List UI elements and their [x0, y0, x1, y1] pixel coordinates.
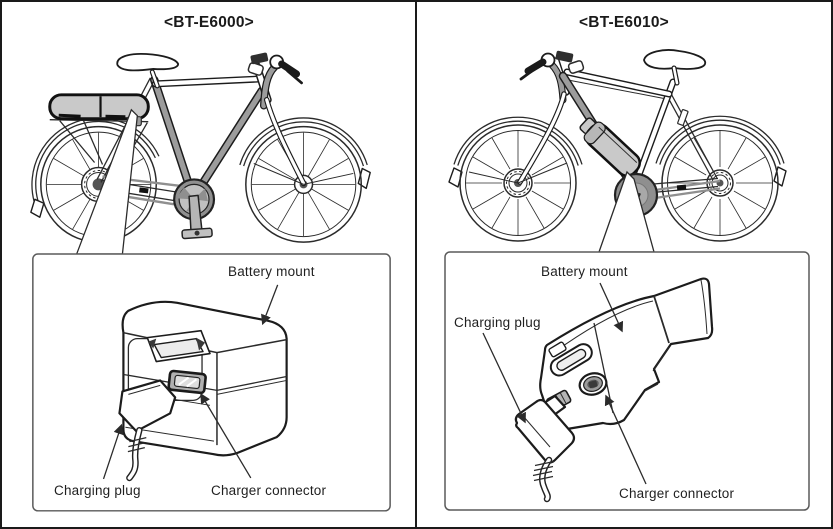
- cycle-computer-display: [250, 52, 269, 65]
- charging-plug-drawing: [118, 379, 177, 482]
- front-spokes: [251, 132, 356, 237]
- bike-illustration-bt-e6010: [444, 49, 810, 511]
- label-charger-connector: Charger connector: [619, 486, 735, 501]
- label-battery-mount: Battery mount: [228, 264, 315, 279]
- stem: [261, 64, 278, 109]
- latch-handle: [146, 329, 211, 363]
- label-battery-mount: Battery mount: [541, 264, 628, 279]
- top-tube: [153, 76, 264, 86]
- label-charging-plug: Charging plug: [454, 315, 541, 330]
- saddle: [643, 49, 706, 70]
- panel-title-bt-e6010: <BT-E6010>: [579, 14, 669, 31]
- frame-tubes: [150, 61, 354, 202]
- rack-battery-pack: [48, 93, 150, 127]
- leader-battery-mount: [599, 282, 624, 333]
- rear-spokes: [668, 131, 772, 235]
- leader-battery-mount: [261, 284, 279, 326]
- grip: [524, 58, 547, 75]
- saddle: [116, 52, 180, 72]
- frame-tubes: [468, 57, 677, 195]
- panel-bt-e6010: <BT-E6010> Battery mount Charging plug C…: [417, 2, 831, 527]
- battery-mount-drawing: [121, 300, 288, 457]
- leader-charging-plug: [482, 332, 526, 424]
- seat-tube: [151, 77, 196, 201]
- fork: [265, 98, 306, 185]
- leader-charging-plug: [102, 423, 124, 480]
- label-charger-connector: Charger connector: [211, 483, 327, 498]
- downtube-battery-pack: [579, 117, 641, 178]
- mount-latch-slot: [548, 341, 593, 377]
- front-mudflap: [448, 167, 463, 188]
- drive-unit: [173, 178, 216, 240]
- fork: [518, 92, 566, 184]
- front-fender: [448, 116, 583, 188]
- panel-title-bt-e6000: <BT-E6000>: [164, 14, 254, 31]
- label-charging-plug: Charging plug: [54, 483, 141, 498]
- grip: [278, 60, 301, 78]
- seat-stay-bracket: [677, 109, 689, 126]
- panel-divider: [415, 2, 417, 527]
- panel-bt-e6000: <BT-E6000> Battery mount Charging plug C…: [2, 2, 416, 527]
- handlebar: [519, 50, 585, 81]
- seat-tube: [631, 79, 676, 191]
- leader-charger-connector: [200, 393, 252, 479]
- rear-wheel: [661, 124, 779, 242]
- cycle-computer-display: [555, 50, 574, 63]
- handlebar: [247, 52, 303, 85]
- charger-connector-port: [578, 372, 608, 396]
- leader-charger-connector: [604, 394, 647, 485]
- seat-post: [150, 70, 159, 88]
- charger-connector-port: [167, 369, 207, 395]
- rear-mudflap: [30, 198, 45, 218]
- brake-lever: [286, 69, 303, 85]
- bike-illustration-bt-e6000: [30, 52, 391, 512]
- chain: [654, 179, 721, 200]
- seat-post: [672, 66, 679, 85]
- battery-mount-drawing: [539, 277, 714, 431]
- brake-lever: [519, 66, 538, 81]
- top-tube: [564, 69, 672, 97]
- down-tube: [192, 88, 265, 199]
